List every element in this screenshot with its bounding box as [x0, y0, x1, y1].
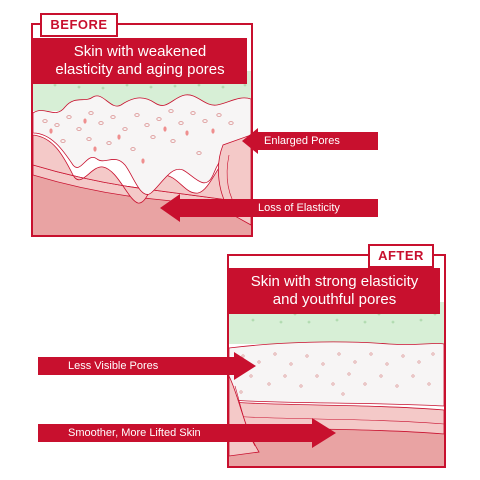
after-title-line1: Skin with strong elasticity — [250, 273, 419, 290]
before-title-line2: elasticity and aging pores — [55, 61, 225, 78]
enlarged-pores-arrow: Enlarged Pores — [242, 128, 378, 154]
after-title: Skin with strong elasticity and youthful… — [229, 268, 440, 314]
loss-elasticity-label: Loss of Elasticity — [258, 202, 340, 214]
after-panel: Skin with strong elasticity and youthful… — [227, 254, 446, 468]
less-visible-pores-label: Less Visible Pores — [68, 360, 159, 372]
enlarged-pores-label: Enlarged Pores — [264, 135, 340, 147]
left-arrow-icon — [160, 194, 378, 222]
after-tag: AFTER — [368, 244, 434, 268]
after-title-line2: and youthful pores — [272, 291, 397, 308]
smoother-skin-label: Smoother, More Lifted Skin — [68, 427, 201, 439]
before-title: Skin with weakened elasticity and aging … — [33, 38, 247, 84]
loss-elasticity-arrow: Loss of Elasticity — [160, 194, 378, 222]
right-arrow-icon — [38, 352, 256, 380]
right-arrow-icon — [38, 418, 336, 448]
less-visible-pores-arrow: Less Visible Pores — [38, 352, 256, 380]
before-title-line1: Skin with weakened — [73, 43, 207, 60]
left-arrow-icon — [242, 128, 378, 154]
before-tag: BEFORE — [40, 13, 118, 37]
smoother-skin-arrow: Smoother, More Lifted Skin — [38, 418, 336, 448]
